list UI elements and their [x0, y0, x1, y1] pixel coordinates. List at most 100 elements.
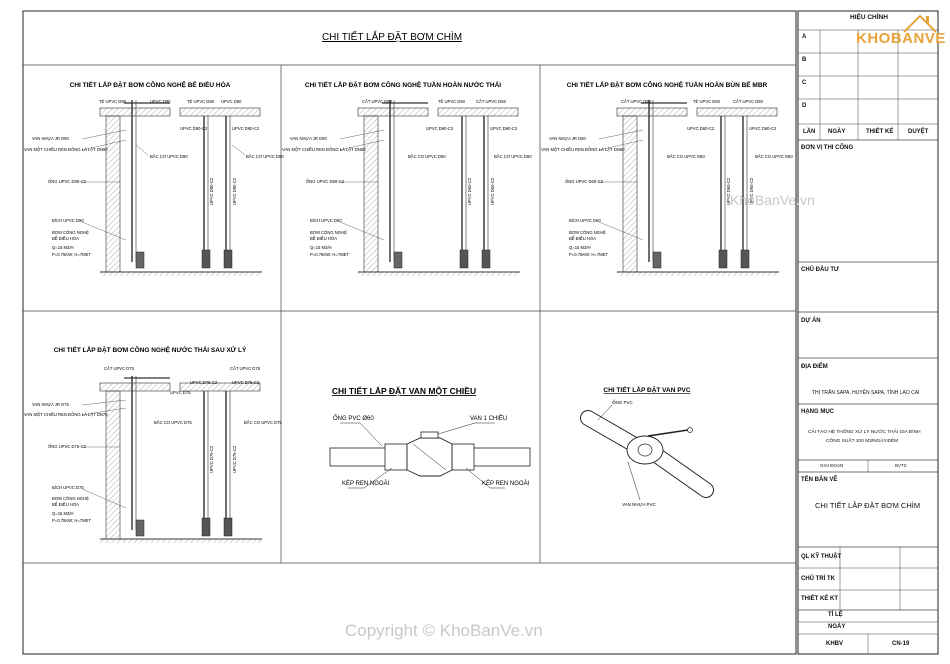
category-value-2: CÔNG SUẤT 100 M3/NGÀY.ĐÊM [826, 439, 899, 444]
revision-row-c: C [802, 80, 807, 86]
drawing-label: UPVC D75-C2 [209, 445, 214, 473]
drawing-label: ỐNG PVC [612, 399, 634, 405]
drawing-label: BƠM CÔNG NGHỆ [569, 230, 606, 235]
revision-row-a: A [802, 34, 807, 40]
drawing-label: BƠM CÔNG NGHỆ [310, 230, 347, 235]
drawing-label: BẮC CO UPVC D90 [246, 154, 284, 159]
pump-icon [135, 519, 145, 537]
drawing-label: BẮC CO UPVC D60 [408, 154, 446, 159]
outer-frame [22, 10, 797, 655]
check-valve-title: CHI TIẾT LẮP ĐẶT VAN MỘT CHIỀU [332, 385, 476, 396]
pump-icon [223, 249, 233, 269]
drawing-label: UPVC D60-C2 [490, 126, 518, 131]
revision-row-b: B [802, 57, 807, 63]
drawing-label: VAN NHỰA JR D60 [290, 136, 327, 141]
revision-header: HIỆU CHỈNH [850, 14, 888, 21]
drawing-label: Q=15 M3/H [52, 245, 74, 250]
drawing-label: BÍCH UPVC D60 [310, 218, 342, 223]
drawing-label: UPVC D90-C2 [232, 126, 260, 131]
drawing-label: UPVC D60-C2 [426, 126, 454, 131]
ql-kt-label: QL KỸ THUẬT [801, 554, 842, 560]
drawing-label: UPVC D90-C2 [180, 126, 208, 131]
drawing-label: BẮC CO UPVC D75 [244, 420, 282, 425]
drawing-label: KÉP REN NGOÀI [482, 480, 530, 487]
drawing-label: BÍCH UPVC D90 [52, 218, 84, 223]
project-label: DỰ ÁN [801, 318, 821, 324]
drawing-label: UPVC D90 [221, 99, 242, 104]
check-valve-detail: CHI TIẾT LẮP ĐẶT VAN MỘT CHIỀU ỐNG PVC Ø… [329, 385, 531, 489]
drawing-label: UPVC D75 [170, 390, 191, 395]
drawing-label: CẮT UPVC D60 [733, 99, 764, 104]
pump-icon [223, 517, 233, 537]
drawing-label: BƠM CÔNG NGHỆ [52, 496, 89, 501]
drawing-label: Q=15 M3/H [310, 245, 332, 250]
pvc-valve-detail: CHI TIẾT LẮP ĐẶT VAN PVC ỐNG PVC VAN NHỰ… [580, 384, 714, 507]
date-label: NGÀY [828, 624, 846, 630]
drawing-label: UPVC D60-C2 [749, 177, 754, 205]
stage-value: BVTC [895, 463, 908, 468]
scale-label: TỈ LỆ [828, 612, 843, 618]
drawing-label: BỂ ĐIỀU HÒA [52, 236, 79, 241]
drawing-label: P=0,75KW; H=7MET [569, 252, 608, 257]
drawing-label: BẮC CO UPVC D60 [667, 154, 705, 159]
khobanve-logo: KHOBANVE [856, 30, 946, 47]
drawing-name-value: CHI TIẾT LẮP ĐẶT BƠM CHÌM [815, 501, 921, 510]
stage-label: GIAI ĐOẠN [820, 463, 844, 468]
drawing-label: TÊ UPVC D90 [187, 99, 215, 104]
pump-icon [135, 251, 145, 269]
location-label: ĐỊA ĐIỂM [801, 364, 828, 370]
drawing-label: ỐNG UPVC D60-C2 [565, 179, 604, 184]
pvc-valve-title: CHI TIẾT LẮP ĐẶT VAN PVC [603, 384, 690, 394]
drawing-label: VAN NHỰA JR D90 [32, 136, 69, 141]
revision-col-ngay: NGÀY [828, 129, 846, 135]
panel-title: CHI TIẾT LẮP ĐẶT BƠM CÔNG NGHỆ TUẦN HOÀN… [567, 79, 768, 89]
drawing-label: UPVC D90-C2 [209, 177, 214, 205]
drawing-label: P=0,75KW; H=7MET [52, 252, 91, 257]
investor-label: CHỦ ĐẦU TƯ [801, 267, 839, 273]
drawing-label: Q=15 M3/H [569, 245, 591, 250]
pump-icon [201, 517, 211, 537]
drawing-label: VAN NHỰA PVC [622, 502, 657, 507]
drawing-label: CẮT UPVC D75 [104, 366, 135, 371]
drawing-label: VAN MỘT CHIỀU REN ĐỒNG LÁ LẬT DN90 [24, 147, 108, 152]
pump-icon [481, 249, 491, 269]
revision-col-lan: LẦN [803, 129, 816, 135]
drawing-code: KHBV [826, 641, 844, 647]
pump-panel-3: CHI TIẾT LẮP ĐẶT BƠM CÔNG NGHỆ TUẦN HOÀN… [541, 79, 793, 276]
house-logo-icon [903, 14, 937, 33]
revision-row-d: D [802, 103, 807, 109]
drawing-label: BẮC CO UPVC D75 [154, 420, 192, 425]
drawing-label: P=0,75KW; H=7MET [52, 518, 91, 523]
thiet-ke-label: THIẾT KẾ KT [801, 596, 838, 602]
drawing-label: CẮT UPVC D60 [362, 99, 393, 104]
drawing-label: KÉP REN NGOÀI [342, 480, 390, 487]
drawing-label: BÍCH UPVC D60 [569, 218, 601, 223]
pump-icon [459, 249, 469, 269]
drawing-label: VAN MỘT CHIỀU REN ĐỒNG LÁ LẬT DN75 [24, 412, 108, 417]
pump-icon [393, 251, 403, 269]
drawing-label: UPVC D75-C2 [190, 380, 218, 385]
drawing-label: CẮT UPVC D60 [621, 99, 652, 104]
drawing-label: UPVC D90-C2 [232, 177, 237, 205]
drawing-label: BỂ ĐIỀU HÒA [52, 502, 79, 507]
drawing-label: BẮC CO UPVC D60 [755, 154, 793, 159]
drawing-label: VAN MỘT CHIỀU REN ĐỒNG LÁ LẬT DN60 [282, 147, 366, 152]
drawing-label: UPVC D60-C2 [726, 177, 731, 205]
panel-title: CHI TIẾT LẮP ĐẶT BƠM CÔNG NGHỆ TUẦN HOÀN… [305, 79, 501, 89]
drawing-label: BẮC CO UPVC D90 [150, 154, 188, 159]
drawing-label: UPVC D60-C2 [490, 177, 495, 205]
drawing-label: VAN NHỰA JR D75 [32, 402, 69, 407]
drawing-label: TÊ UPVC D90 [99, 99, 127, 104]
sheet-number: CN-19 [892, 641, 910, 647]
drawing-label: P=0,75KW; H=7MET [310, 252, 349, 257]
pump-panel-1: CHI TIẾT LẮP ĐẶT BƠM CÔNG NGHỆ BỂ ĐIỀU H… [24, 79, 284, 276]
location-value: THỊ TRẤN SAPA, HUYỆN SAPA, TỈNH LÀO CAI [812, 390, 920, 396]
drawing-label: BÍCH UPVC D75 [52, 485, 84, 490]
main-title: CHI TIẾT LẮP ĐẶT BƠM CHÌM [322, 30, 462, 43]
watermark-bottom: Copyright © KhoBanVe.vn [345, 621, 543, 640]
drawing-label: ỐNG UPVC D75-C2 [48, 444, 87, 449]
design-unit-label: ĐƠN VỊ THI CÔNG [801, 145, 854, 151]
drawing-label: ỐNG UPVC D60-C2 [306, 179, 345, 184]
